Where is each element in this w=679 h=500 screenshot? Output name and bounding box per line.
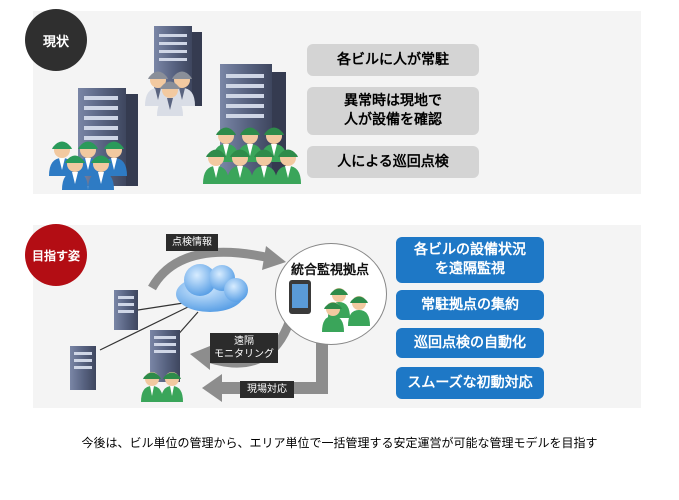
remote-monitoring-label: 遠隔 モニタリング xyxy=(210,333,278,363)
goal-item-3: 巡回点検の自動化 xyxy=(396,328,544,358)
onsite-response-label: 現場対応 xyxy=(240,381,294,398)
current-state-illustration xyxy=(49,26,301,190)
goal-item-2: 常駐拠点の集約 xyxy=(396,290,544,320)
current-state-badge: 現状 xyxy=(25,9,87,71)
cloud-icon xyxy=(176,264,248,312)
worker-group-icon xyxy=(322,288,370,332)
hub-label: 統合監視拠点 xyxy=(290,263,369,278)
goal-item-4: スムーズな初動対応 xyxy=(396,367,544,399)
current-item-2: 異常時は現地で 人が設備を確認 xyxy=(307,87,479,135)
goal-item-1: 各ビルの設備状況 を遠隔監視 xyxy=(396,237,544,283)
curved-arrow-icon xyxy=(148,247,271,291)
current-item-3: 人による巡回点検 xyxy=(307,146,479,178)
caption: 今後は、ビル単位の管理から、エリア単位で一括管理する安定運営が可能な管理モデルを… xyxy=(81,436,598,450)
tablet-icon xyxy=(289,280,311,314)
target-state-badge: 目指す姿 xyxy=(25,224,87,286)
inspection-info-label: 点検情報 xyxy=(166,234,218,251)
worker-group-icon xyxy=(203,127,301,184)
building-icon xyxy=(70,346,96,390)
hub-illustration xyxy=(289,280,370,332)
building-icon xyxy=(220,64,286,182)
current-item-1: 各ビルに人が常駐 xyxy=(307,44,479,76)
building-icon xyxy=(114,290,138,330)
